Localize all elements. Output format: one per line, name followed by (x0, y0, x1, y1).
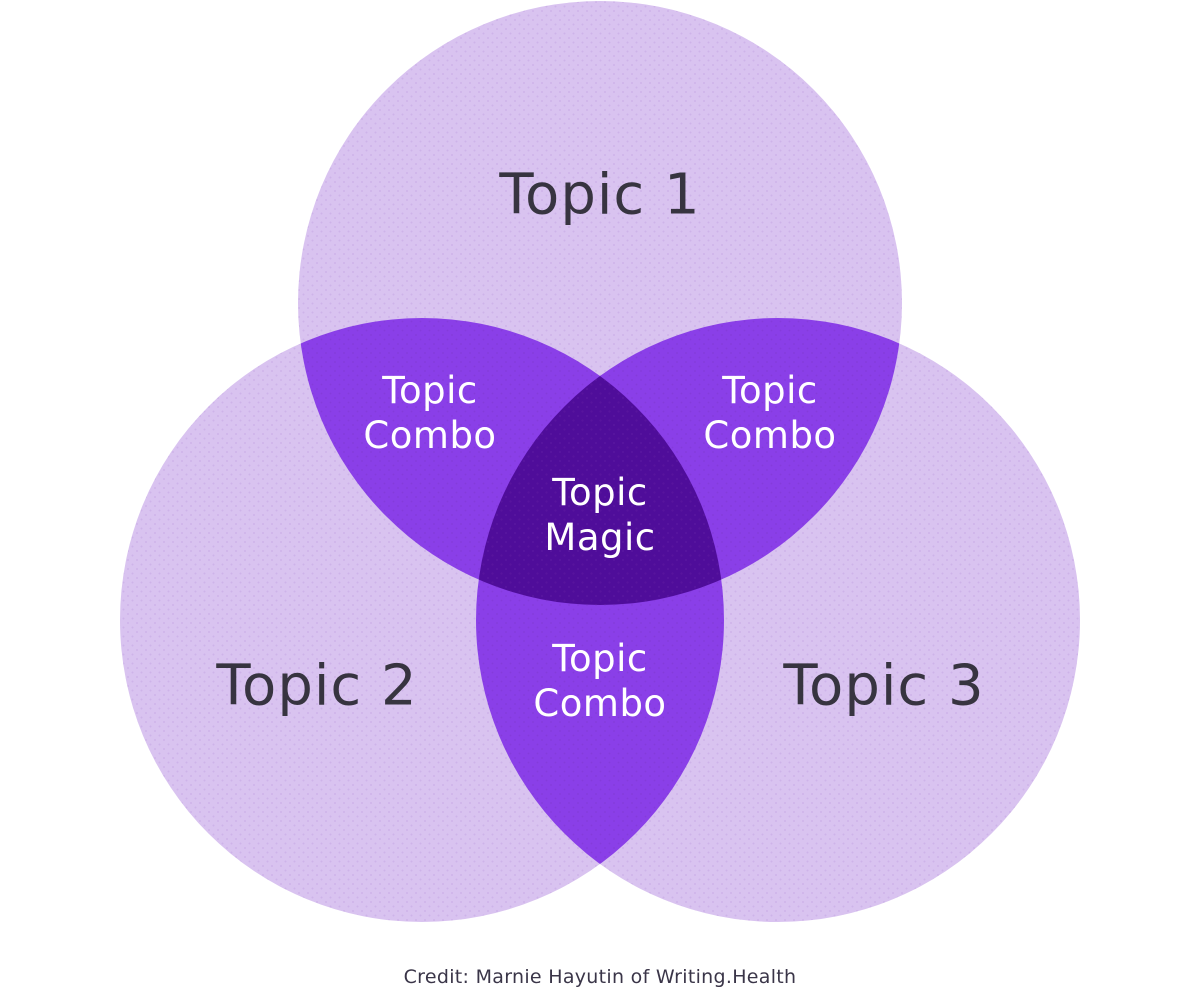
topic1-label: Topic 1 (499, 162, 701, 228)
combo-top-left-line2: Combo (363, 414, 497, 457)
center-magic-line2: Magic (544, 516, 656, 559)
topic2-label: Topic 2 (216, 653, 418, 719)
combo-bottom-label: Topic Combo (533, 636, 666, 726)
topic3-label: Topic 3 (783, 653, 985, 719)
combo-top-right-label: Topic Combo (703, 368, 836, 458)
combo-top-left-line1: Topic (382, 369, 478, 412)
combo-bottom-line1: Topic (552, 637, 648, 680)
combo-top-right-line2: Combo (703, 414, 837, 457)
combo-top-right-line1: Topic (722, 369, 818, 412)
combo-bottom-line2: Combo (533, 682, 667, 725)
center-magic-line1: Topic (552, 471, 648, 514)
center-magic-label: Topic Magic (544, 470, 655, 560)
combo-top-left-label: Topic Combo (363, 368, 496, 458)
credit-text: Credit: Marnie Hayutin of Writing.Health (403, 966, 797, 988)
dot-texture-overlay (120, 1, 1080, 922)
